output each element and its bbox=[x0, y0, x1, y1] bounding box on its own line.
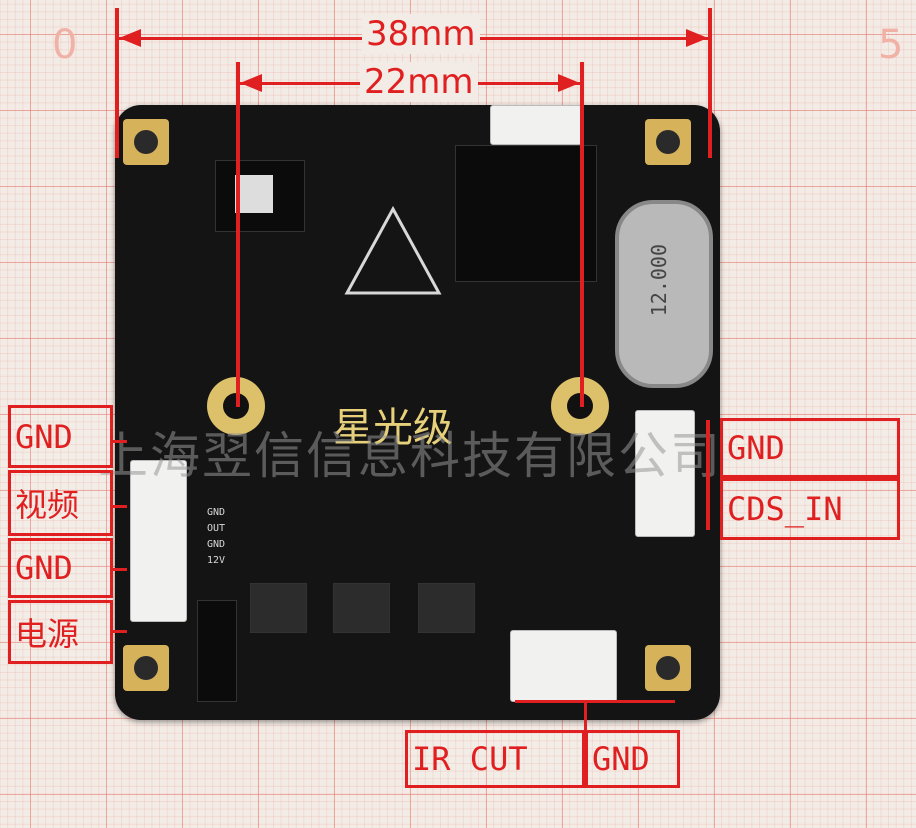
pointer-line bbox=[515, 700, 675, 703]
bottom-label-gnd: GND bbox=[585, 730, 680, 788]
top-connector bbox=[490, 105, 582, 145]
watermark-text: 上海翌信信息科技有限公司 bbox=[98, 427, 722, 485]
pointer-line bbox=[113, 630, 127, 633]
corner-mount-hole bbox=[123, 119, 169, 165]
arrow-right-icon bbox=[686, 29, 708, 47]
arrow-right-icon bbox=[558, 74, 580, 92]
pointer-line bbox=[584, 700, 587, 730]
pointer-line bbox=[113, 568, 127, 571]
bottom-connector bbox=[510, 630, 617, 702]
pointer-line bbox=[113, 505, 127, 508]
inductor bbox=[250, 583, 307, 633]
left-label-gnd: GND bbox=[8, 405, 113, 468]
right-connector bbox=[635, 410, 695, 537]
dim-label-outer: 38mm bbox=[362, 14, 480, 54]
board-title: 星光级 bbox=[333, 405, 453, 451]
pointer-line bbox=[706, 420, 710, 530]
corner-mount-hole bbox=[645, 119, 691, 165]
pcb-board: 12.000 星光级 GND OUT GND 12V bbox=[115, 105, 720, 720]
esd-warning-icon bbox=[344, 205, 442, 295]
inductor bbox=[333, 583, 390, 633]
arrow-left-icon bbox=[119, 29, 141, 47]
dim-line bbox=[708, 8, 712, 158]
left-label-power: 电源 bbox=[8, 600, 113, 664]
left-label-gnd2: GND bbox=[8, 538, 113, 598]
crystal-text: 12.000 bbox=[647, 244, 671, 317]
arrow-left-icon bbox=[240, 74, 262, 92]
ruler-number-left: 0 bbox=[52, 22, 78, 68]
processor-chip bbox=[455, 145, 597, 282]
dim-line bbox=[580, 62, 584, 407]
corner-mount-hole bbox=[645, 645, 691, 691]
right-label-cds-in: CDS_IN bbox=[720, 478, 900, 540]
dim-label-inner: 22mm bbox=[360, 62, 478, 102]
left-connector bbox=[130, 460, 187, 622]
silk-labels: GND OUT GND 12V bbox=[207, 507, 226, 566]
crystal-oscillator: 12.000 bbox=[615, 200, 713, 388]
chip-label bbox=[235, 175, 273, 213]
right-label-gnd: GND bbox=[720, 418, 900, 478]
inductor bbox=[418, 583, 475, 633]
bottom-label-ir-cut: IR CUT bbox=[405, 730, 585, 788]
left-label-video: 视频 bbox=[8, 470, 113, 536]
ruler-number-right: 5 bbox=[878, 22, 904, 68]
power-component bbox=[197, 600, 237, 702]
pointer-line bbox=[113, 440, 127, 443]
dim-line bbox=[236, 62, 240, 407]
corner-mount-hole bbox=[123, 645, 169, 691]
dim-line bbox=[115, 8, 119, 158]
